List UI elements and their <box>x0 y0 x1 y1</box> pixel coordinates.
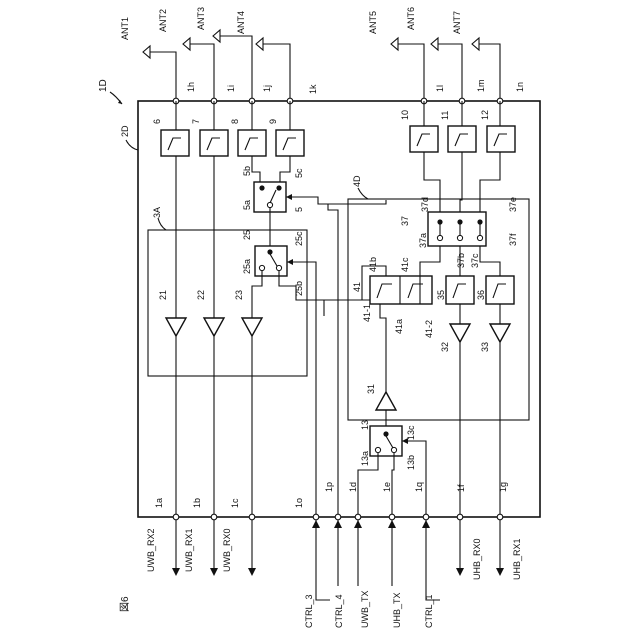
lnas-3a <box>166 318 262 517</box>
lna-label: 21 <box>158 290 168 300</box>
antenna-label: ANT5 <box>368 11 378 34</box>
terminal-label: 1f <box>456 484 466 492</box>
filter-part-label: 41a <box>394 319 404 334</box>
lna-label: 33 <box>480 342 490 352</box>
terminal-label: 1a <box>154 498 164 508</box>
switch-term-label: 13c <box>406 425 416 440</box>
switch-term-label: 37c <box>470 253 480 268</box>
switch-term-label: 25c <box>294 231 304 246</box>
filter-label: 12 <box>480 110 490 120</box>
switch-term-label: 37f <box>508 233 518 246</box>
terminal-label: 1l <box>435 85 445 92</box>
substrate-pointer <box>126 140 138 150</box>
signal-label: UHB_RX0 <box>472 538 482 580</box>
pa-label: 31 <box>366 384 376 394</box>
filter-part-label: 41-2 <box>424 320 434 338</box>
switch-term-label: 13a <box>360 451 370 466</box>
terminal-label: 1m <box>476 79 486 92</box>
terminal-label: 1j <box>262 85 272 92</box>
filter-label: 35 <box>436 290 446 300</box>
switch-term-label: 5a <box>242 200 252 210</box>
figure-label: 図6 <box>119 596 131 612</box>
switch-term-label: 37d <box>420 197 430 212</box>
substrate-label: 2D <box>120 125 130 137</box>
terminal-label: 1k <box>308 84 318 94</box>
filter-label: 7 <box>191 119 201 124</box>
signal-label: UWB_RX1 <box>184 528 194 572</box>
signal-label: UWB_RX0 <box>222 528 232 572</box>
lna-32 <box>450 324 470 342</box>
switch-term-label: 37e <box>508 197 518 212</box>
terminal-label: 1i <box>226 85 236 92</box>
block-4d-label: 4D <box>352 175 362 187</box>
pa-31 <box>376 392 396 410</box>
antenna-label: ANT3 <box>196 7 206 30</box>
block-3a-label: 3A <box>152 207 162 218</box>
antenna-label: ANT1 <box>120 17 130 40</box>
signal-label: CTRL_1 <box>424 594 434 628</box>
module-outline <box>138 101 540 517</box>
filter-part-label: 41c <box>400 257 410 272</box>
terminal-label: 1h <box>186 82 196 92</box>
switch-term-label: 13b <box>406 455 416 470</box>
signal-label: UWB_TX <box>360 590 370 628</box>
antenna-label: ANT4 <box>236 11 246 34</box>
switch-term-label: 5c <box>294 168 304 178</box>
lna-label: 23 <box>234 290 244 300</box>
filter-part-label: 41b <box>368 257 378 272</box>
switch-name-label: 25 <box>242 230 252 240</box>
filter-label: 36 <box>476 290 486 300</box>
switch-37 <box>428 212 486 246</box>
lna-label: 32 <box>440 342 450 352</box>
top-filters <box>161 101 515 156</box>
antenna-label: ANT2 <box>158 9 168 32</box>
terminal-label: 1n <box>515 82 525 92</box>
filter-label: 41 <box>352 282 362 292</box>
terminal-label: 1e <box>382 482 392 492</box>
switch-term-label: 5b <box>242 166 252 176</box>
signal-label: CTRL_4 <box>334 594 344 628</box>
terminal-label: 1o <box>294 498 304 508</box>
filter-part-label: 41-1 <box>362 304 372 322</box>
switch-name-label: 13 <box>360 420 370 430</box>
lna-33 <box>490 324 510 342</box>
filter-label: 9 <box>268 119 278 124</box>
signal-label: CTRL_3 <box>304 594 314 628</box>
signal-label: UWB_RX2 <box>146 528 156 572</box>
antenna-label: ANT7 <box>452 11 462 34</box>
terminal-label: 1b <box>192 498 202 508</box>
switch-term-label: 25a <box>242 259 252 274</box>
terminal-label: 1c <box>230 498 240 508</box>
terminal-label: 1p <box>324 482 334 492</box>
filter-label: 10 <box>400 110 410 120</box>
switch-name-label: 5 <box>294 207 304 212</box>
signal-label: UHB_RX1 <box>512 538 522 580</box>
filter-label: 11 <box>440 111 450 120</box>
terminal-label: 1d <box>348 482 358 492</box>
filter-label: 6 <box>152 119 162 124</box>
filter-label: 8 <box>230 119 240 124</box>
switch-term-label: 37a <box>418 233 428 248</box>
lna-label: 22 <box>196 290 206 300</box>
terminal-label: 1q <box>414 482 424 492</box>
module-label: 1D <box>98 79 109 92</box>
filter-35 <box>446 276 474 304</box>
signal-label: UHB_TX <box>392 592 402 628</box>
switch-term-label: 37b <box>456 253 466 268</box>
antenna-label: ANT6 <box>406 7 416 30</box>
filter-36 <box>486 276 514 304</box>
switch-13 <box>370 426 402 456</box>
switch-name-label: 37 <box>400 216 410 226</box>
terminal-label: 1g <box>498 482 508 492</box>
